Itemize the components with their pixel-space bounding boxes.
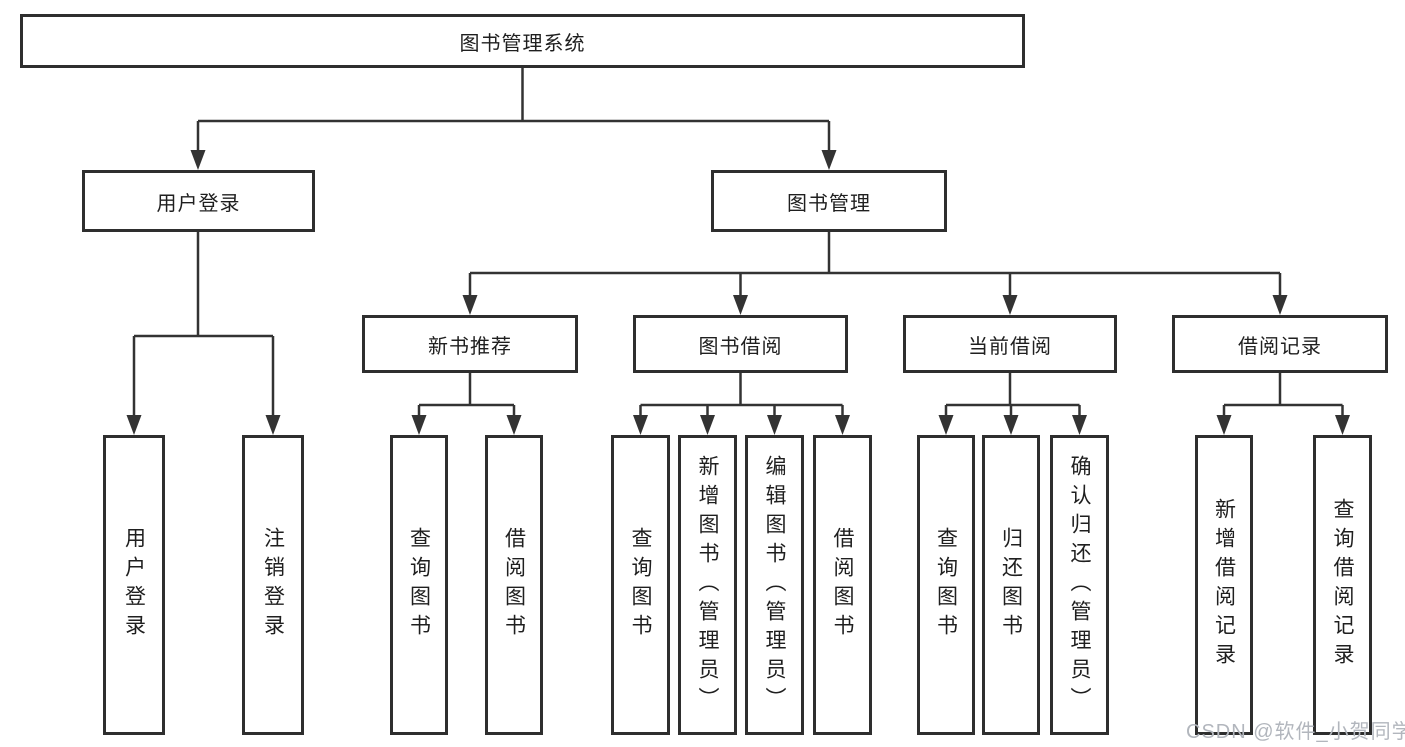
node-new-book-recommend: 新书推荐 [362, 315, 578, 373]
leaf-borrow-borrow-book: 借阅图书 [813, 435, 872, 735]
node-book-management: 图书管理 [711, 170, 947, 232]
leaf-recommend-query-book: 查询图书 [390, 435, 448, 735]
leaf-borrow-query-book: 查询图书 [611, 435, 670, 735]
node-user-login: 用户登录 [82, 170, 315, 232]
leaf-records-add-record: 新增借阅记录 [1195, 435, 1253, 735]
leaf-recommend-borrow-book: 借阅图书 [485, 435, 543, 735]
leaf-current-query-book: 查询图书 [917, 435, 975, 735]
node-book-borrow: 图书借阅 [633, 315, 848, 373]
leaf-logout: 注销登录 [242, 435, 304, 735]
leaf-borrow-add-book-admin: 新增图书（管理员） [678, 435, 737, 735]
leaf-borrow-edit-book-admin: 编辑图书（管理员） [745, 435, 804, 735]
leaf-current-return-book: 归还图书 [982, 435, 1040, 735]
node-current-borrow: 当前借阅 [903, 315, 1117, 373]
node-library-system: 图书管理系统 [20, 14, 1025, 68]
csdn-watermark: CSDN @软件_小贺同学 [1186, 721, 1405, 743]
leaf-records-query-record: 查询借阅记录 [1313, 435, 1372, 735]
leaf-current-confirm-return-admin: 确认归还（管理员） [1050, 435, 1109, 735]
node-borrow-records: 借阅记录 [1172, 315, 1388, 373]
leaf-user-login: 用户登录 [103, 435, 165, 735]
